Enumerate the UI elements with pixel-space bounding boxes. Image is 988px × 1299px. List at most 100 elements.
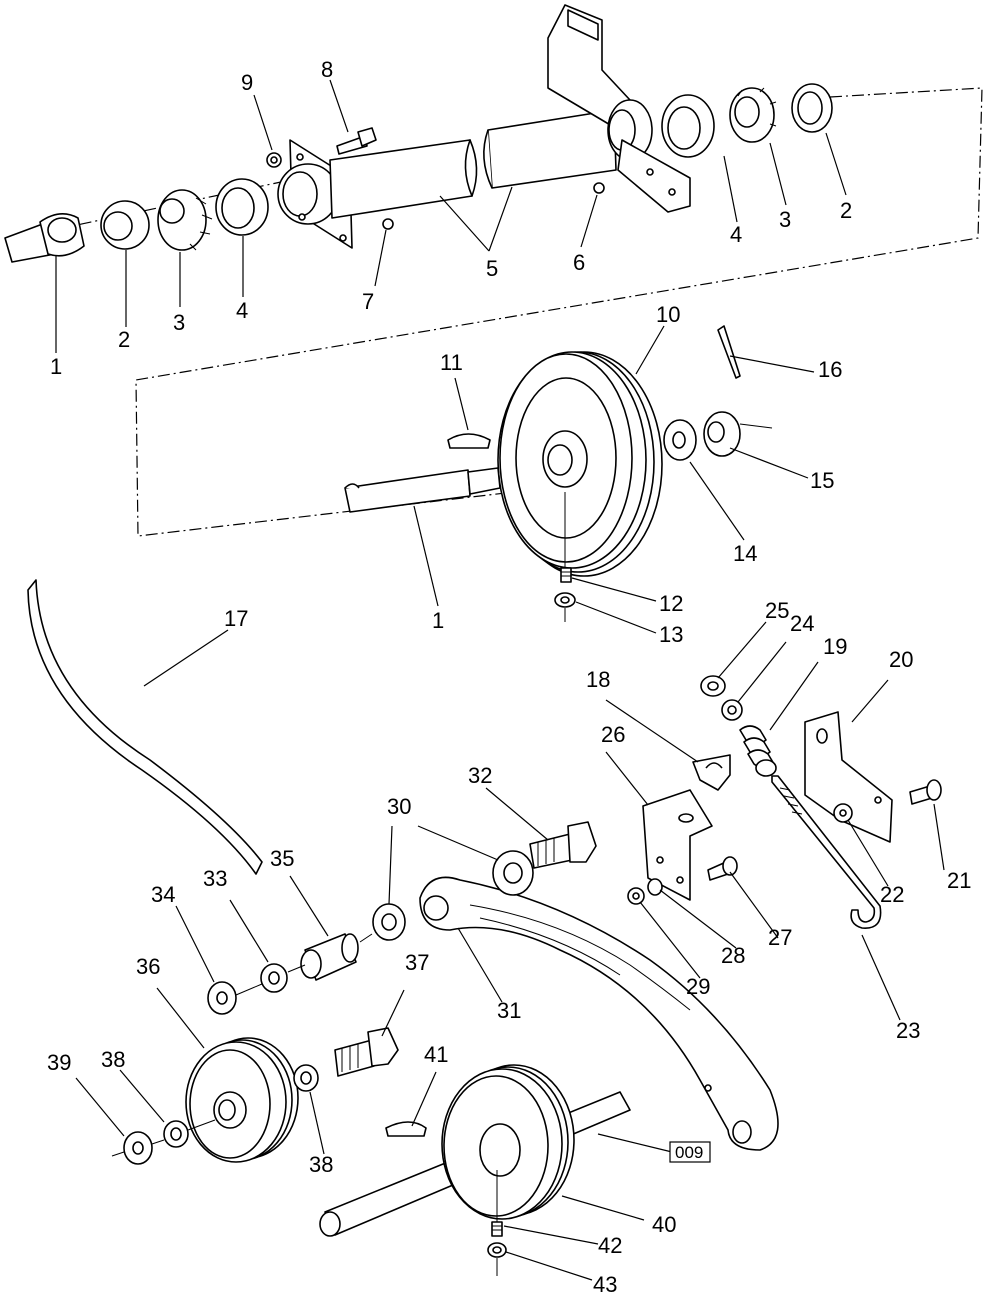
callout-17: 17 [224, 606, 248, 631]
callout-1-top: 1 [50, 354, 62, 379]
callout-4-right: 4 [730, 222, 742, 247]
callout-28: 28 [721, 943, 745, 968]
part-2-seal-left [100, 200, 150, 250]
callout-3-right: 3 [779, 207, 791, 232]
part-22-nut [833, 803, 853, 823]
leader-lines [55, 79, 945, 1281]
part-3-bearing-cone-right [729, 87, 777, 143]
part-23-rod [771, 775, 882, 929]
callout-2-left: 2 [118, 327, 130, 352]
part-29-nut [627, 887, 645, 905]
callout-25: 25 [765, 598, 789, 623]
callout-6: 6 [573, 250, 585, 275]
part-10-large-pulley [497, 351, 663, 577]
callout-38-left: 38 [101, 1047, 125, 1072]
callout-7: 7 [362, 289, 374, 314]
part-31-idler-arm [419, 876, 779, 1151]
callout-34: 34 [151, 882, 175, 907]
callout-32: 32 [468, 763, 492, 788]
callout-9: 9 [241, 70, 253, 95]
part-35-sleeve [300, 933, 359, 981]
part-21-bolt [909, 779, 942, 805]
callout-21: 21 [947, 868, 971, 893]
callout-19: 19 [823, 634, 847, 659]
callout-27: 27 [768, 925, 792, 950]
callout-1-middle: 1 [432, 608, 444, 633]
callout-18: 18 [586, 667, 610, 692]
part-33-washer [260, 963, 288, 993]
callout-38-right: 38 [309, 1152, 333, 1177]
part-12-set-screw [560, 567, 572, 583]
part-39-nut [111, 1119, 216, 1165]
callout-4-left: 4 [236, 298, 248, 323]
callout-23: 23 [896, 1018, 920, 1043]
part-9-nut [266, 152, 282, 168]
callout-15: 15 [810, 468, 834, 493]
callout-29: 29 [686, 974, 710, 999]
callout-2-right: 2 [840, 198, 852, 223]
part-5-tube-left [329, 139, 478, 219]
part-15-castle-nut [703, 411, 773, 457]
callout-40: 40 [652, 1212, 676, 1237]
callout-30: 30 [387, 794, 411, 819]
callout-37: 37 [405, 950, 429, 975]
callout-31: 31 [497, 998, 521, 1023]
callout-13: 13 [659, 622, 683, 647]
reference-code-box: 009 [669, 1141, 711, 1163]
callout-36: 36 [136, 954, 160, 979]
part-37-bolt [334, 1027, 399, 1077]
callout-22: 22 [880, 882, 904, 907]
part-42-set-screw [491, 1170, 503, 1237]
callout-5: 5 [486, 256, 498, 281]
callout-14: 14 [733, 541, 757, 566]
part-8-bolt [336, 127, 377, 155]
callout-33: 33 [203, 866, 227, 891]
part-24-washer [721, 699, 743, 721]
part-14-washer [663, 419, 697, 461]
part-27-bolt [707, 856, 738, 881]
callout-35: 35 [270, 846, 294, 871]
callout-26: 26 [601, 722, 625, 747]
assembly-boundary-line [135, 87, 983, 537]
part-30-spacer-upper [492, 850, 534, 896]
part-41-woodruff-key [385, 1121, 427, 1137]
part-3-bearing-cone-left [157, 189, 213, 251]
part-40-drive-pulley [441, 1064, 575, 1220]
part-36-idler-pulley [185, 1037, 299, 1163]
callout-39: 39 [47, 1050, 71, 1075]
part-43-nut [487, 1242, 507, 1276]
part-6-grease-fitting [593, 182, 605, 194]
callout-11: 11 [440, 350, 463, 375]
part-26-bracket [642, 789, 713, 901]
part-38-washer-right [293, 1064, 319, 1092]
part-11-woodruff-key [447, 433, 491, 449]
part-13-nut [554, 492, 576, 622]
reference-code: 009 [675, 1143, 703, 1162]
part-17-belt [27, 579, 263, 875]
part-18-clip [692, 754, 731, 791]
part-16-cotter-pin [717, 325, 741, 379]
callout-42: 42 [598, 1233, 622, 1258]
part-5-tube-right [483, 109, 617, 189]
part-20-bracket [804, 711, 893, 843]
part-19-spring [739, 725, 777, 777]
callout-3-left: 3 [173, 310, 185, 335]
part-2-seal-right [791, 83, 833, 133]
part-34-nut [207, 933, 373, 1015]
callout-41: 41 [424, 1042, 448, 1067]
part-1-shaft-end [4, 213, 85, 263]
part-4-bearing-cup-right [661, 94, 715, 158]
part-1-shaft-lower [344, 467, 501, 513]
part-28-washer [647, 878, 663, 896]
callout-24: 24 [790, 611, 814, 636]
callout-12: 12 [659, 591, 683, 616]
part-4-bearing-cup-left [215, 178, 269, 236]
callout-20: 20 [889, 647, 913, 672]
part-7-grease-fitting [382, 218, 394, 230]
callout-labels: 1 2 3 4 5 6 7 8 9 4 3 2 10 11 16 15 14 1… [47, 57, 971, 1297]
callout-8: 8 [321, 57, 333, 82]
part-38-washer-left [163, 1120, 189, 1148]
part-32-bolt [529, 821, 597, 869]
